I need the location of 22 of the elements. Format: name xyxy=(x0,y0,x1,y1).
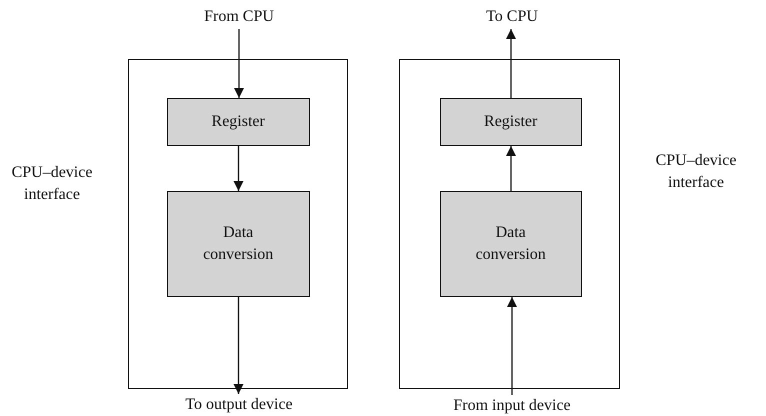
process-box xyxy=(166,98,310,146)
arrow xyxy=(234,297,244,394)
arrow xyxy=(234,29,244,98)
process-box xyxy=(166,190,310,297)
arrow xyxy=(234,146,244,191)
side-label: CPU–device interface xyxy=(10,163,94,205)
box-label: Data conversion xyxy=(202,223,274,265)
text-label: To CPU xyxy=(486,8,538,26)
process-box xyxy=(440,98,582,146)
arrow xyxy=(506,29,516,98)
box-label: Register xyxy=(484,112,538,132)
interface-box xyxy=(399,59,620,389)
process-box xyxy=(440,190,582,297)
box-label: Register xyxy=(212,112,265,132)
box-label: Data conversion xyxy=(474,223,547,265)
interface-box xyxy=(128,59,348,389)
text-label: To output device xyxy=(185,396,293,414)
text-label: From CPU xyxy=(204,8,274,26)
arrow xyxy=(506,146,516,191)
arrow xyxy=(507,297,517,395)
side-label: CPU–device interface xyxy=(654,151,738,193)
text-label: From input device xyxy=(453,396,571,414)
